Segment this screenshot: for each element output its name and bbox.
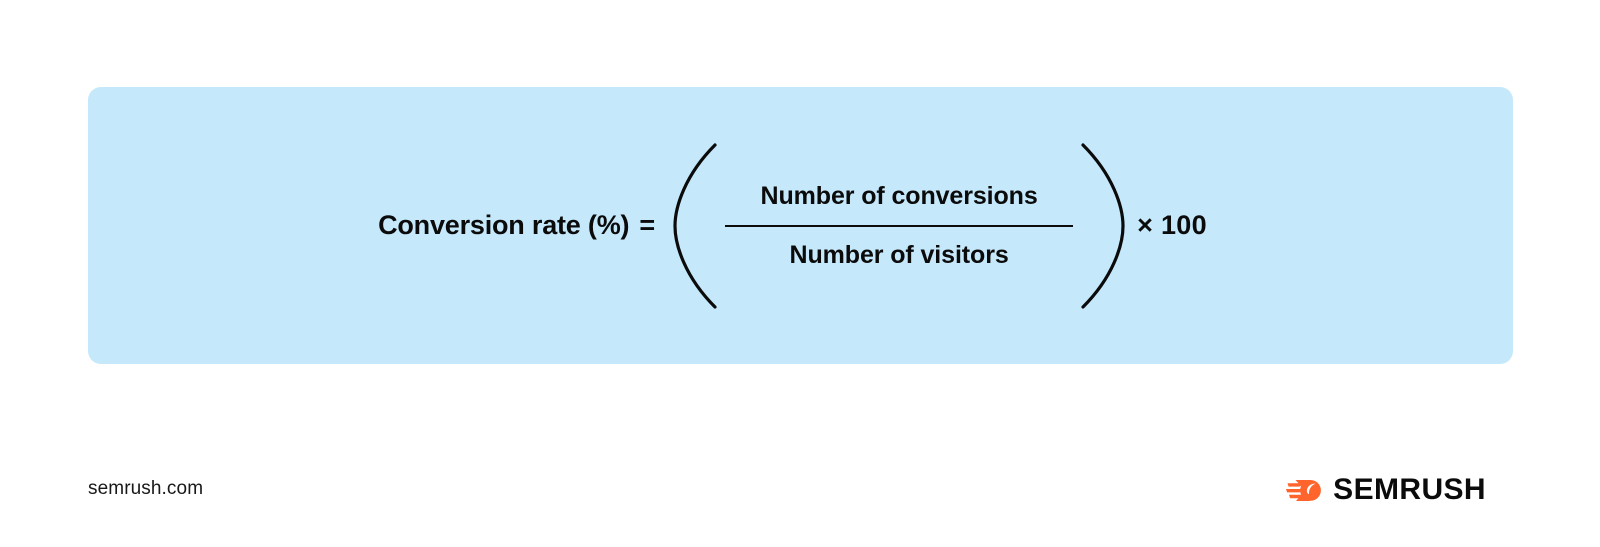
fraction-bar [725,224,1074,227]
equals-sign: = [639,210,656,240]
formula-panel: Conversion rate (%) = Number of conversi… [88,87,1513,364]
multiplier-label: × 100 [1137,210,1207,240]
semrush-comet-icon [1286,480,1322,501]
semrush-wordmark: SEMRUSH [1333,473,1486,506]
fraction-denominator-label: Number of visitors [789,240,1009,269]
fraction-numerator-label: Number of conversions [760,181,1038,210]
close-parenthesis-icon [1081,142,1125,309]
formula-left-side-label: Conversion rate (%) [378,210,630,240]
semrush-logo: SEMRUSH [1286,473,1486,507]
fraction: Number of conversions Number of visitors [725,181,1074,269]
open-parenthesis-icon [673,142,717,309]
conversion-rate-formula: Conversion rate (%) = Number of conversi… [88,87,1513,364]
formula-inner: Conversion rate (%) = Number of conversi… [378,141,1207,311]
footer-site-label: semrush.com [88,478,204,499]
